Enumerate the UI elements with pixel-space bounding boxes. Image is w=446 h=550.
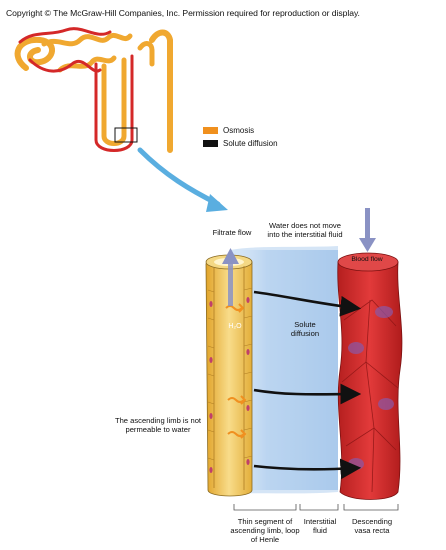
legend-swatch <box>203 140 218 147</box>
blood-flow-arrow <box>359 208 376 252</box>
legend-label: Osmosis <box>223 126 254 135</box>
legend-label: Solute diffusion <box>223 139 278 148</box>
filtrate-flow-label: Filtrate flow <box>212 228 252 237</box>
legend-swatch <box>203 127 218 134</box>
legend-osmosis: Osmosis <box>203 126 254 135</box>
water-note-label: Water does not move into the interstitia… <box>264 221 346 239</box>
legend-solute-diffusion: Solute diffusion <box>203 139 278 148</box>
ascending-limb-note: The ascending limb is not permeable to w… <box>110 416 206 434</box>
region-brackets <box>234 504 398 510</box>
h2o-label: H₂O <box>220 322 250 331</box>
vasa-recta-vessel <box>338 253 402 500</box>
zoom-arrow <box>140 150 218 204</box>
vasa-recta-label: Descending vasa recta <box>345 517 399 535</box>
blood-flow-label: Blood flow <box>350 256 384 264</box>
interstitial-fluid-label: Interstitial fluid <box>297 517 343 535</box>
solute-diffusion-label: Solute diffusion <box>280 320 330 338</box>
nephron-overview <box>18 29 170 151</box>
thin-segment-label: Thin segment of ascending limb, loop of … <box>229 517 301 544</box>
